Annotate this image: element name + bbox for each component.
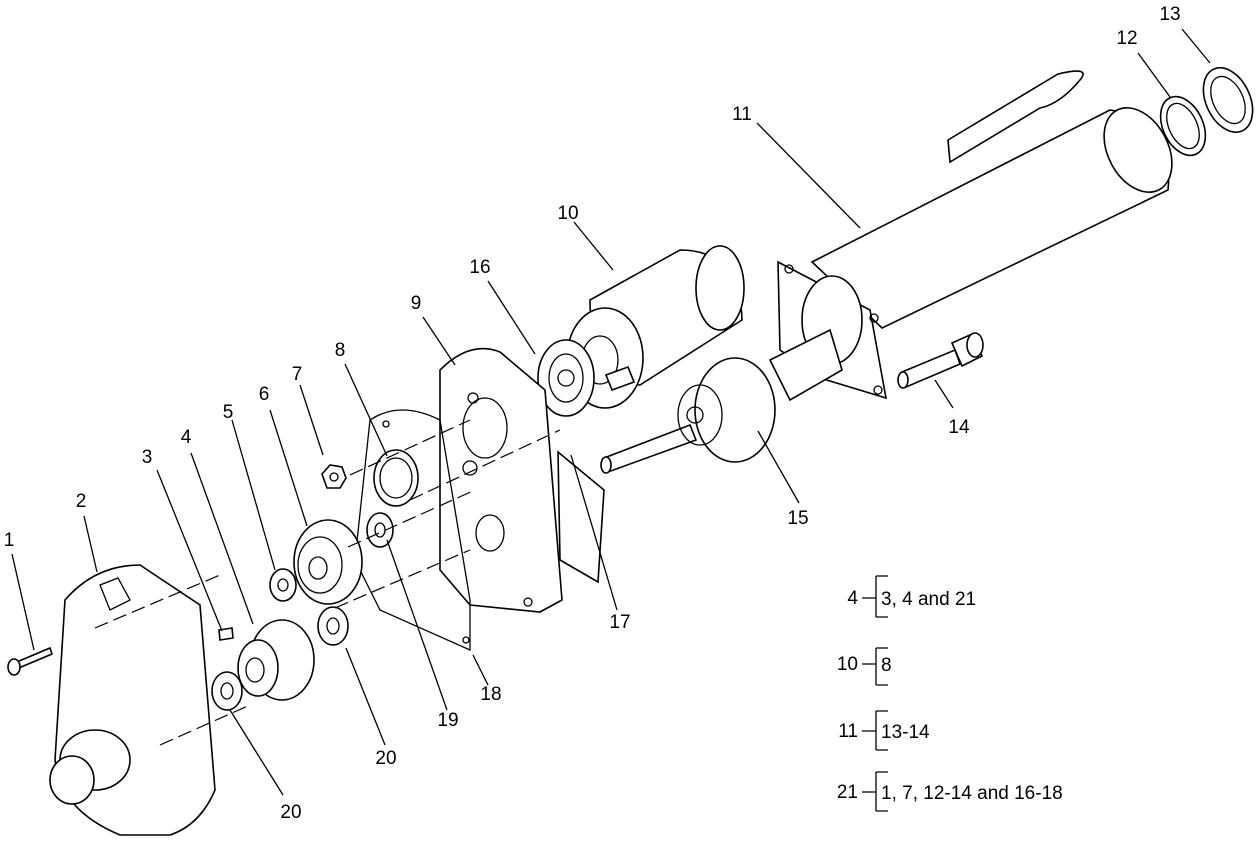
part-gear-cover — [49, 564, 216, 836]
callout-13: 13 — [1159, 4, 1180, 25]
legend-row: 10 8 — [837, 647, 892, 686]
callout-9: 9 — [411, 293, 422, 314]
legend-key: 10 — [837, 654, 858, 675]
callout-3: 3 — [142, 447, 153, 468]
callout-12: 12 — [1116, 28, 1137, 49]
part-plate-gasket — [557, 450, 605, 584]
callout-5: 5 — [223, 402, 234, 423]
callout-15: 15 — [787, 508, 808, 529]
part-bearing — [537, 339, 595, 417]
callout-14: 14 — [948, 417, 970, 438]
part-drive-gear — [237, 619, 315, 701]
legend-key: 21 — [837, 782, 858, 803]
part-gasket — [354, 409, 471, 652]
legend-key: 4 — [847, 588, 858, 609]
callout-6: 6 — [259, 384, 270, 405]
part-gear-housing — [439, 347, 563, 613]
callout-10: 10 — [557, 203, 578, 224]
callout-7: 7 — [292, 364, 303, 385]
legend-items: 3, 4 and 21 — [881, 589, 976, 610]
alignment-lines — [94, 419, 561, 746]
legend-items: 1, 7, 12-14 and 16-18 — [881, 783, 1063, 804]
part-nut — [321, 464, 347, 489]
callout-labels: 1 2 3 4 5 6 7 8 9 10 11 12 13 14 15 16 1… — [4, 4, 1181, 823]
callout-20-lower: 20 — [280, 802, 301, 823]
part-washer-5 — [269, 568, 297, 602]
part-pinion-gear — [373, 449, 419, 507]
part-bolt — [897, 332, 984, 389]
callout-11: 11 — [732, 104, 752, 125]
callout-2: 2 — [76, 491, 87, 512]
callout-8: 8 — [335, 340, 346, 361]
legend-row: 11 13-14 — [838, 710, 930, 751]
legend-items: 13-14 — [881, 722, 930, 743]
part-motor — [566, 245, 745, 409]
part-washer-20-upper — [317, 606, 349, 646]
callout-1: 1 — [4, 530, 15, 551]
legend-items: 8 — [881, 655, 892, 676]
legend-row: 4 3, 4 and 21 — [847, 575, 976, 618]
part-seal-ring — [1159, 95, 1207, 157]
callout-16: 16 — [469, 257, 490, 278]
part-washer-19 — [366, 512, 394, 548]
part-retaining-ring — [1202, 67, 1254, 133]
callout-20-upper: 20 — [375, 748, 396, 769]
kit-legend: 4 3, 4 and 21 10 8 11 13-14 21 1, 7, 12-… — [837, 575, 1063, 812]
part-tube-housing — [777, 70, 1173, 400]
callout-19: 19 — [437, 710, 458, 731]
part-washer-20-lower — [211, 671, 243, 711]
legend-key: 11 — [838, 721, 858, 742]
legend-row: 21 1, 7, 12-14 and 16-18 — [837, 771, 1063, 812]
leader-lines — [11, 28, 1211, 796]
callout-18: 18 — [480, 684, 501, 705]
part-key — [218, 627, 234, 641]
part-shaft-assembly — [600, 328, 843, 474]
part-spur-gear — [293, 519, 363, 605]
callout-4: 4 — [181, 427, 192, 448]
callout-17: 17 — [609, 612, 630, 633]
part-screw — [7, 646, 53, 676]
